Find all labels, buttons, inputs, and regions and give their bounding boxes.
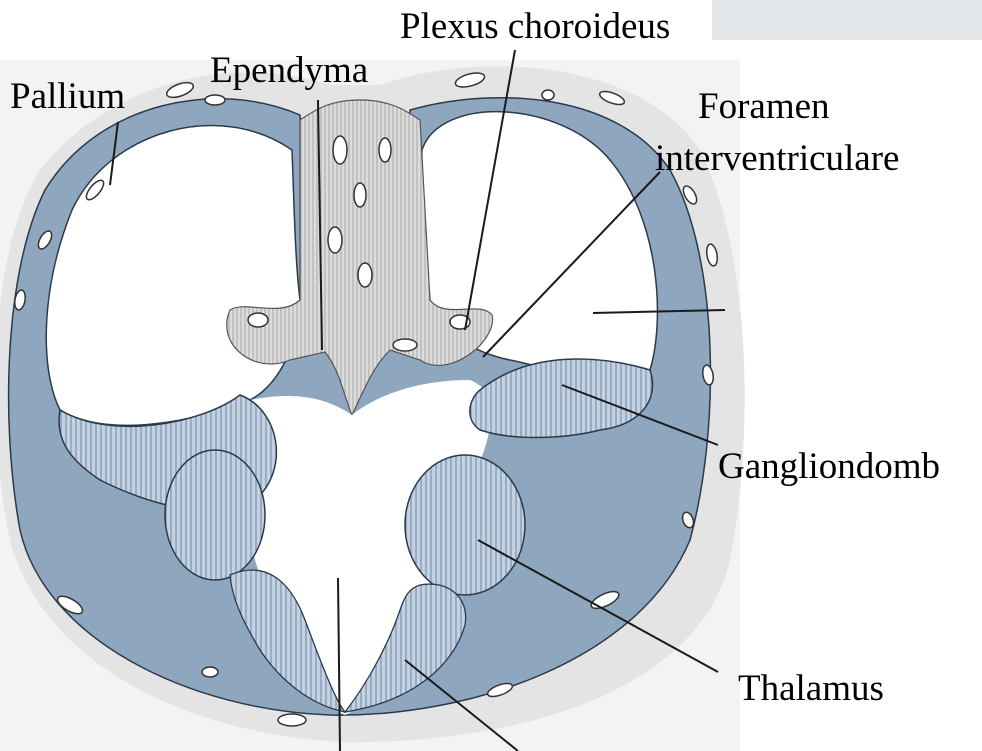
thalamus-left	[165, 450, 265, 580]
label-foramen: Foramen	[698, 88, 830, 125]
thalamus-right	[405, 455, 525, 595]
label-thalamus: Thalamus	[738, 670, 884, 707]
label-gangliondomb: Gangliondomb	[718, 448, 940, 485]
label-pallium: Pallium	[10, 78, 125, 115]
label-interventriculare: interventriculare	[655, 140, 899, 177]
label-ependyma: Ependyma	[210, 52, 368, 89]
background-remnant	[712, 0, 982, 40]
label-plexus-choroideus: Plexus choroideus	[400, 8, 670, 45]
